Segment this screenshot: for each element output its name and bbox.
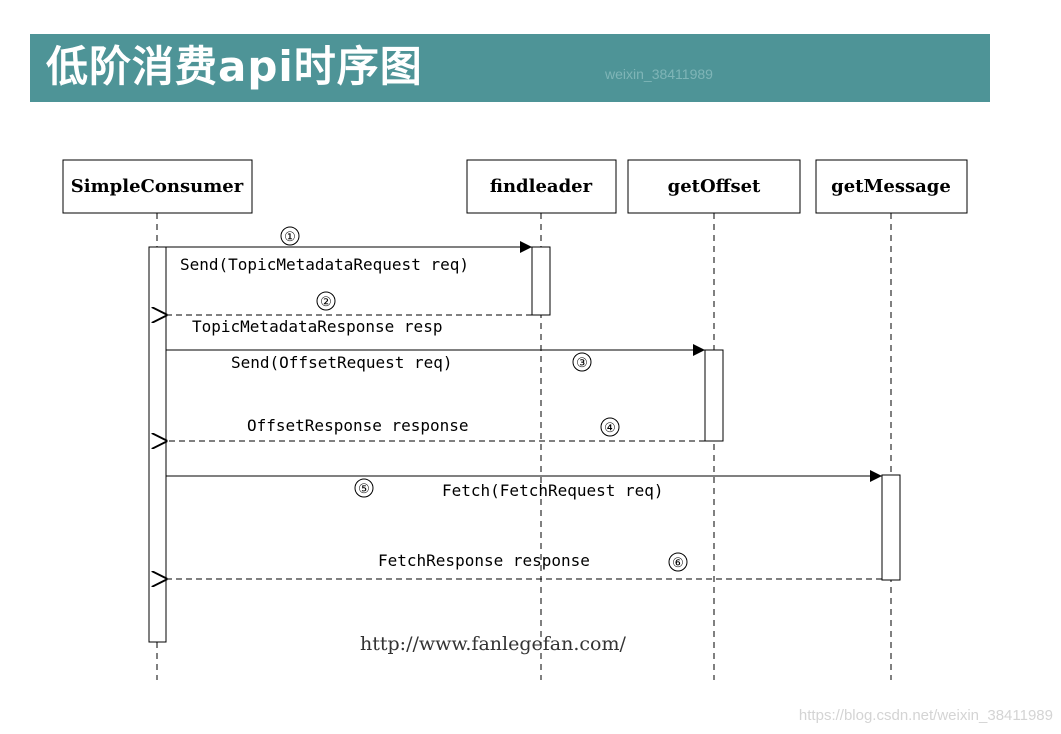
step-badge (668, 552, 688, 572)
message-label: Send(OffsetRequest req) (231, 353, 453, 372)
activation-get-offset (704, 349, 724, 442)
message-label: Send(TopicMetadataRequest req) (180, 255, 469, 274)
step-badge (600, 417, 620, 437)
participant-findleader: findleader (466, 159, 617, 214)
participant-get-offset: getOffset (627, 159, 801, 214)
message-5: ⑤ Fetch(FetchRequest req) (166, 470, 882, 500)
step-number: ③ (576, 356, 588, 371)
message-label: OffsetResponse response (247, 416, 469, 435)
banner-watermark: weixin_38411989 (605, 66, 713, 82)
message-3: ③ Send(OffsetRequest req) (166, 344, 705, 372)
activation-get-message (881, 474, 901, 581)
message-4: ④ OffsetResponse response (166, 416, 705, 441)
corner-watermark: https://blog.csdn.net/weixin_38411989 (798, 707, 1053, 724)
message-6: ⑥ FetchResponse response (166, 551, 882, 579)
step-number: ⑤ (358, 482, 370, 497)
step-number: ① (284, 230, 296, 245)
participant-get-message: getMessage (815, 159, 968, 214)
participant-simple-consumer: SimpleConsumer (62, 159, 253, 214)
participant-label: findleader (490, 176, 593, 197)
step-number: ④ (604, 421, 616, 436)
step-badge (354, 478, 374, 498)
title-banner: 低阶消费api时序图 weixin_38411989 (30, 34, 990, 102)
participant-label: getMessage (831, 176, 951, 197)
footer-url: http://www.fanlegefan.com/ (360, 633, 627, 655)
activation-simple-consumer (148, 246, 167, 643)
step-number: ② (320, 295, 332, 310)
message-label: Fetch(FetchRequest req) (442, 481, 664, 500)
message-label: FetchResponse response (378, 551, 590, 570)
participant-label: SimpleConsumer (71, 176, 244, 197)
activation-findleader (531, 246, 551, 316)
step-badge (280, 226, 300, 246)
message-label: TopicMetadataResponse resp (192, 317, 442, 336)
page-title: 低阶消费api时序图 (46, 42, 423, 91)
step-badge (316, 291, 336, 311)
step-number: ⑥ (672, 556, 684, 571)
message-2: ② TopicMetadataResponse resp (166, 291, 532, 336)
message-1: ① Send(TopicMetadataRequest req) (166, 226, 532, 274)
participant-label: getOffset (668, 176, 761, 197)
step-badge (572, 352, 592, 372)
